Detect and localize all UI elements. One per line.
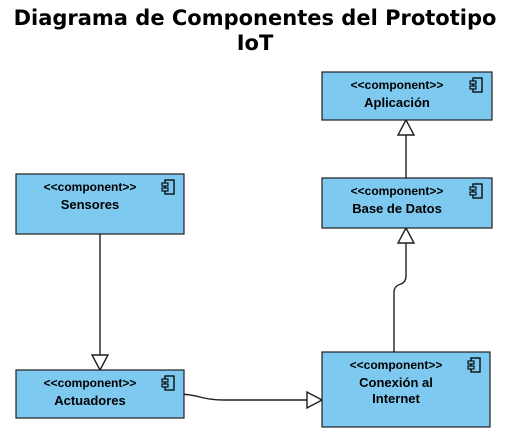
connector-conexion-to-base-datos [393,226,416,352]
component-name: Aplicación [364,95,430,110]
diagram-title: Diagrama de Componentes del Prototipo Io… [0,6,510,56]
component-box [321,351,491,428]
component-box [15,173,185,235]
hollow-triangle-arrowhead [396,118,416,136]
hollow-triangle-arrowhead [396,226,416,244]
component-stereotype: <<component>> [44,180,137,194]
component-stereotype: <<component>> [351,184,444,198]
connector-line [393,243,407,352]
uml-component-icon [469,183,483,199]
connectors-layer [90,118,416,410]
diagram-title-line-1: Diagrama de Componentes del Prototipo [13,6,497,30]
component-name: Base de Datos [352,201,442,216]
component-name: Internet [372,391,420,406]
connector-sensores-to-actuadores [90,234,110,372]
component-sensores[interactable]: <<component>> Sensores [15,173,185,235]
component-name: Sensores [61,197,120,212]
uml-component-icon [161,179,175,195]
diagram-title-line-2: IoT [236,31,274,55]
component-aplicacion[interactable]: <<component>> Aplicación [321,71,493,121]
connector-actuadores-to-conexion [174,390,324,410]
components-layer: <<component>> Aplicación <<component>> Base… [15,71,493,428]
uml-component-icon [161,375,175,391]
component-base-datos[interactable]: <<component>> Base de Datos [321,177,493,229]
component-box [321,177,493,229]
component-stereotype: <<component>> [350,358,443,372]
component-stereotype: <<component>> [351,78,444,92]
connector-line [174,393,307,401]
hollow-triangle-arrowhead [90,354,110,372]
hollow-triangle-arrowhead [306,390,324,410]
component-box [15,369,185,419]
component-name: Conexión al [359,375,433,390]
component-box [321,71,493,121]
uml-component-icon [467,357,481,373]
uml-component-icon [469,77,483,93]
component-name: Actuadores [54,393,126,408]
connector-base-datos-to-aplicacion [396,118,416,178]
component-stereotype: <<component>> [44,376,137,390]
component-actuadores[interactable]: <<component>> Actuadores [15,369,185,419]
